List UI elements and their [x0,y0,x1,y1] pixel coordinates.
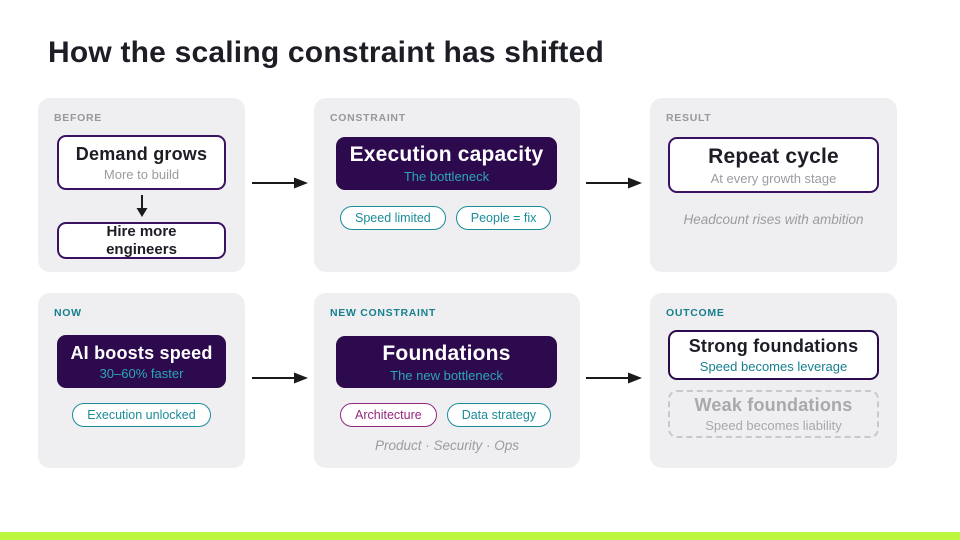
foundations-sub: The new bottleneck [390,367,503,383]
panel-now: NOW AI boosts speed 30–60% faster Execut… [38,293,245,468]
execution-capacity-title: Execution capacity [349,143,544,166]
execution-capacity-sub: The bottleneck [403,169,490,184]
arrow-right-icon [252,177,308,189]
page-title: How the scaling constraint has shifted [48,36,605,69]
strong-foundations-sub: Speed becomes leverage [699,359,848,374]
weak-foundations-sub: Speed becomes liability [705,418,842,433]
repeat-cycle-box: Repeat cycle At every growth stage [668,137,879,193]
panel-outcome-label: OUTCOME [666,307,725,319]
weak-foundations-title: Weak foundations [694,395,853,415]
panel-new-constraint-label: NEW CONSTRAINT [330,307,437,319]
panel-before-label: BEFORE [54,112,102,124]
demand-grows-box: Demand grows More to build [57,135,226,190]
accent-bottom-bar [0,532,960,540]
demand-grows-sub: More to build [103,166,180,182]
arrow-down-icon [136,195,148,217]
constraint-pills: Speed limited People = fix [340,206,552,230]
foundations-title: Foundations [382,341,511,365]
panel-new-constraint: NEW CONSTRAINT Foundations The new bottl… [314,293,580,468]
demand-grows-title: Demand grows [75,143,208,164]
new-constraint-note: Product · Security · Ops [374,438,520,453]
panel-constraint-label: CONSTRAINT [330,112,406,124]
people-fix-pill: People = fix [455,206,552,230]
arrow-right-icon [252,372,308,384]
ai-boosts-speed-title: AI boosts speed [70,342,213,363]
hire-more-engineers-title: Hire more engineers [106,222,177,258]
data-strategy-pill: Data strategy [446,403,552,427]
weak-foundations-box: Weak foundations Speed becomes liability [668,390,879,438]
foundations-box: Foundations The new bottleneck [336,336,557,388]
repeat-cycle-sub: At every growth stage [710,170,837,186]
panel-now-label: NOW [54,307,82,319]
arrow-right-icon [586,177,642,189]
execution-unlocked-pill: Execution unlocked [72,403,211,427]
new-constraint-pills: Architecture Data strategy [340,403,552,427]
panel-result: RESULT Repeat cycle At every growth stag… [650,98,897,272]
architecture-pill: Architecture [340,403,437,427]
speed-limited-pill: Speed limited [340,206,446,230]
arrow-right-icon [586,372,642,384]
ai-boosts-speed-sub: 30–60% faster [99,365,184,381]
panel-outcome: OUTCOME Strong foundations Speed becomes… [650,293,897,468]
execution-capacity-box: Execution capacity The bottleneck [336,137,557,190]
panel-constraint: CONSTRAINT Execution capacity The bottle… [314,98,580,272]
repeat-cycle-title: Repeat cycle [708,144,839,168]
now-pills: Execution unlocked [38,403,245,427]
result-note: Headcount rises with ambition [683,212,864,227]
strong-foundations-box: Strong foundations Speed becomes leverag… [668,330,879,380]
panel-before: BEFORE Demand grows More to build Hire m… [38,98,245,272]
strong-foundations-title: Strong foundations [688,336,859,356]
ai-boosts-speed-box: AI boosts speed 30–60% faster [57,335,226,388]
hire-more-engineers-box: Hire more engineers [57,222,226,259]
panel-result-label: RESULT [666,112,712,124]
